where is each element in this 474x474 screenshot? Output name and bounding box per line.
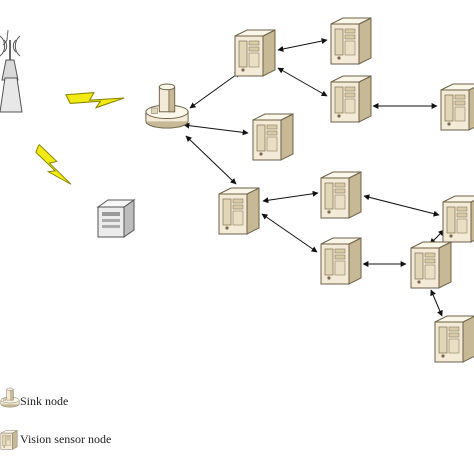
server-tower-icon [96,199,136,238]
legend-sink-node-icon [0,387,20,408]
lightning-bolt-icon [29,142,76,191]
link-node-5-to-node-9 [261,213,318,253]
link-sink-to-node-4 [183,122,249,136]
link-node-1-to-node-2 [277,38,328,52]
vision-sensor-node [218,187,260,235]
link-node-10-to-node-11 [430,289,443,317]
antenna-tower-icon [0,29,23,113]
vision-sensor-node [252,113,294,161]
vision-sensor-node [320,171,362,219]
vision-sensor-nodes [218,17,474,363]
vision-sensor-node [434,315,474,363]
vision-sensor-node [440,83,474,131]
vision-sensor-node [320,237,362,285]
vision-sensor-node [330,17,372,65]
link-node-6-to-node-8 [363,194,440,217]
connections [183,38,445,317]
vision-sensor-node [330,75,372,123]
vision-sensor-node [234,29,276,77]
link-sink-to-node-5 [185,135,237,185]
legend-vision-sensor-node-icon [0,430,18,450]
vision-sensor-node [410,241,452,289]
link-node-1-to-node-3 [277,67,328,97]
vision-sensor-node [442,195,474,243]
sink-node [145,83,189,129]
legend-sink-node-label: Sink node [20,394,69,408]
lightning-bolt-icon [65,92,125,109]
legend-vision-sensor-node-label: Vision sensor node [20,432,112,446]
link-sink-to-node-1 [189,71,241,109]
link-node-5-to-node-6 [262,190,319,204]
